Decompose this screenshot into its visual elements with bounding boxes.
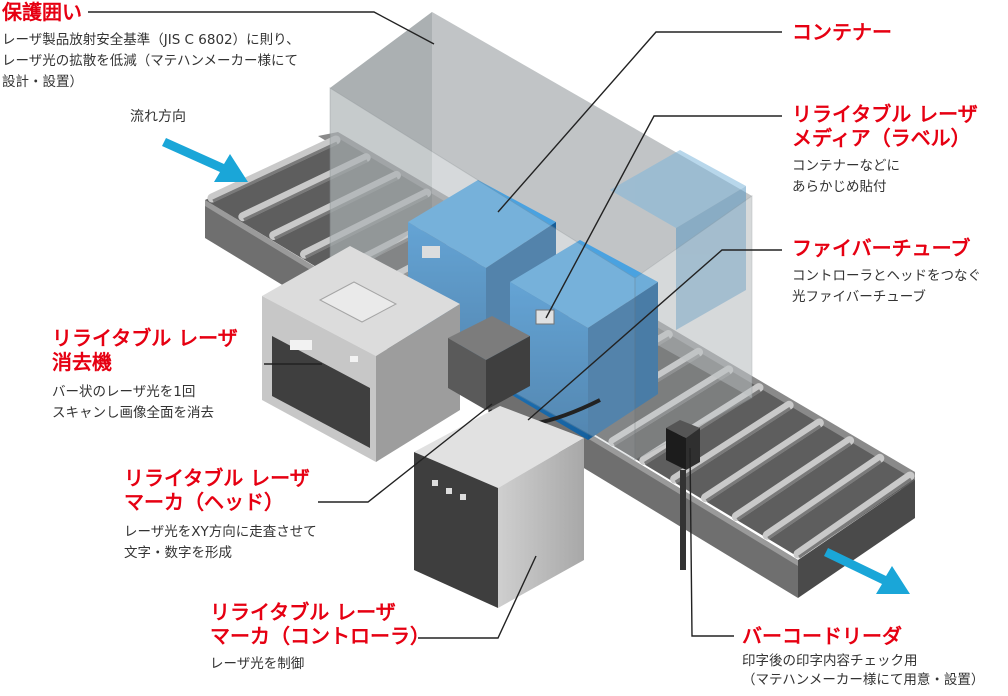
label-enclosure: 保護囲い レーザ製品放射安全基準（JIS C 6802）に則り、 レーザ光の拡散… xyxy=(2,0,300,93)
label-media: リライタブル レーザ メディア（ラベル） コンテナーなどに あらかじめ貼付 xyxy=(792,102,978,198)
conveyor-roller-shadow xyxy=(767,460,882,540)
enclosure-desc-3: 設計・設置） xyxy=(2,74,83,90)
eraser-title-1: リライタブル レーザ xyxy=(52,326,238,350)
media-desc-1: コンテナーなどに xyxy=(792,158,900,174)
eraser-desc-1: バー状のレーザ光を1回 xyxy=(52,384,196,400)
conveyor-roller xyxy=(700,418,824,503)
media-title-2: メディア（ラベル） xyxy=(792,126,971,150)
fiber-desc-1: コントローラとヘッドをつなぐ xyxy=(792,268,981,284)
container-title: コンテナー xyxy=(792,20,892,44)
label-barcode: バーコードリーダ 印字後の印字内容チェック用 （マテハンメーカー様にて用意・設置… xyxy=(742,624,984,690)
conveyor-roller-shadow xyxy=(613,371,731,446)
barcode-desc-2: （マテハンメーカー様にて用意・設置） xyxy=(742,672,985,688)
laser-marker-head xyxy=(448,316,601,428)
conveyor-roller-shadow xyxy=(212,141,338,203)
media-title-1: リライタブル レーザ xyxy=(792,102,978,126)
label-eraser: リライタブル レーザ 消去機 バー状のレーザ光を1回 スキャンし画像全面を消去 xyxy=(52,326,238,424)
conveyor-roller-shadow xyxy=(705,424,822,503)
conveyor-roller-shadow xyxy=(674,407,791,484)
conveyor-roller xyxy=(670,400,794,484)
flow-arrow-in xyxy=(162,138,248,182)
container-3 xyxy=(610,150,746,330)
label-fiber: ファイバーチューブ コントローラとヘッドをつなぐ 光ファイバーチューブ xyxy=(792,236,981,308)
label-container: コンテナー xyxy=(792,20,892,44)
laser-marker-controller xyxy=(414,406,584,608)
conveyor-roller-shadow xyxy=(736,442,852,521)
rewritable-label xyxy=(535,309,555,325)
conveyor-roller xyxy=(762,453,885,540)
head-desc-2: 文字・数字を形成 xyxy=(124,545,232,561)
enclosure-desc-2: レーザ光の拡散を低減（マテハンメーカー様にて xyxy=(2,53,299,69)
fiber-title: ファイバーチューブ xyxy=(792,236,971,260)
conveyor-roller xyxy=(793,471,915,559)
controller-title-1: リライタブル レーザ xyxy=(210,600,396,624)
conveyor-roller xyxy=(639,383,764,465)
head-title-2: マーカ（ヘッド） xyxy=(124,490,284,514)
conveyor-roller-shadow xyxy=(798,477,912,559)
protective-enclosure xyxy=(330,12,752,398)
conveyor-roller xyxy=(207,135,341,203)
enclosure-desc-1: レーザ製品放射安全基準（JIS C 6802）に則り、 xyxy=(2,32,300,48)
media-desc-2: あらかじめ貼付 xyxy=(792,179,887,195)
laser-eraser-machine xyxy=(262,246,460,462)
enclosure-title: 保護囲い xyxy=(2,0,82,24)
conveyor-roller xyxy=(731,436,855,522)
eraser-title-2: 消去機 xyxy=(52,350,112,374)
barcode-reader xyxy=(666,420,700,470)
label-marker-head: リライタブル レーザ マーカ（ヘッド） レーザ光をXY方向に走査させて 文字・数… xyxy=(124,466,317,564)
barcode-desc-1: 印字後の印字内容チェック用 xyxy=(742,653,918,669)
container-2 xyxy=(510,240,658,440)
barcode-title: バーコードリーダ xyxy=(742,624,902,648)
controller-title-2: マーカ（コントローラ） xyxy=(210,624,430,648)
leader-lines xyxy=(88,11,782,639)
enclosure-front-glass xyxy=(329,87,753,461)
label-flow-direction: 流れ方向 xyxy=(130,109,186,125)
fiber-desc-2: 光ファイバーチューブ xyxy=(792,289,926,305)
head-title-1: リライタブル レーザ xyxy=(124,466,310,490)
conveyor-roller-shadow xyxy=(643,389,761,465)
flow-arrow-out xyxy=(824,548,910,594)
eraser-desc-2: スキャンし画像全面を消去 xyxy=(52,405,214,421)
controller-desc-1: レーザ光を制御 xyxy=(210,656,305,672)
label-controller: リライタブル レーザ マーカ（コントローラ） レーザ光を制御 xyxy=(210,600,430,675)
conveyor-roller xyxy=(608,365,734,447)
head-desc-1: レーザ光をXY方向に走査させて xyxy=(124,524,317,540)
